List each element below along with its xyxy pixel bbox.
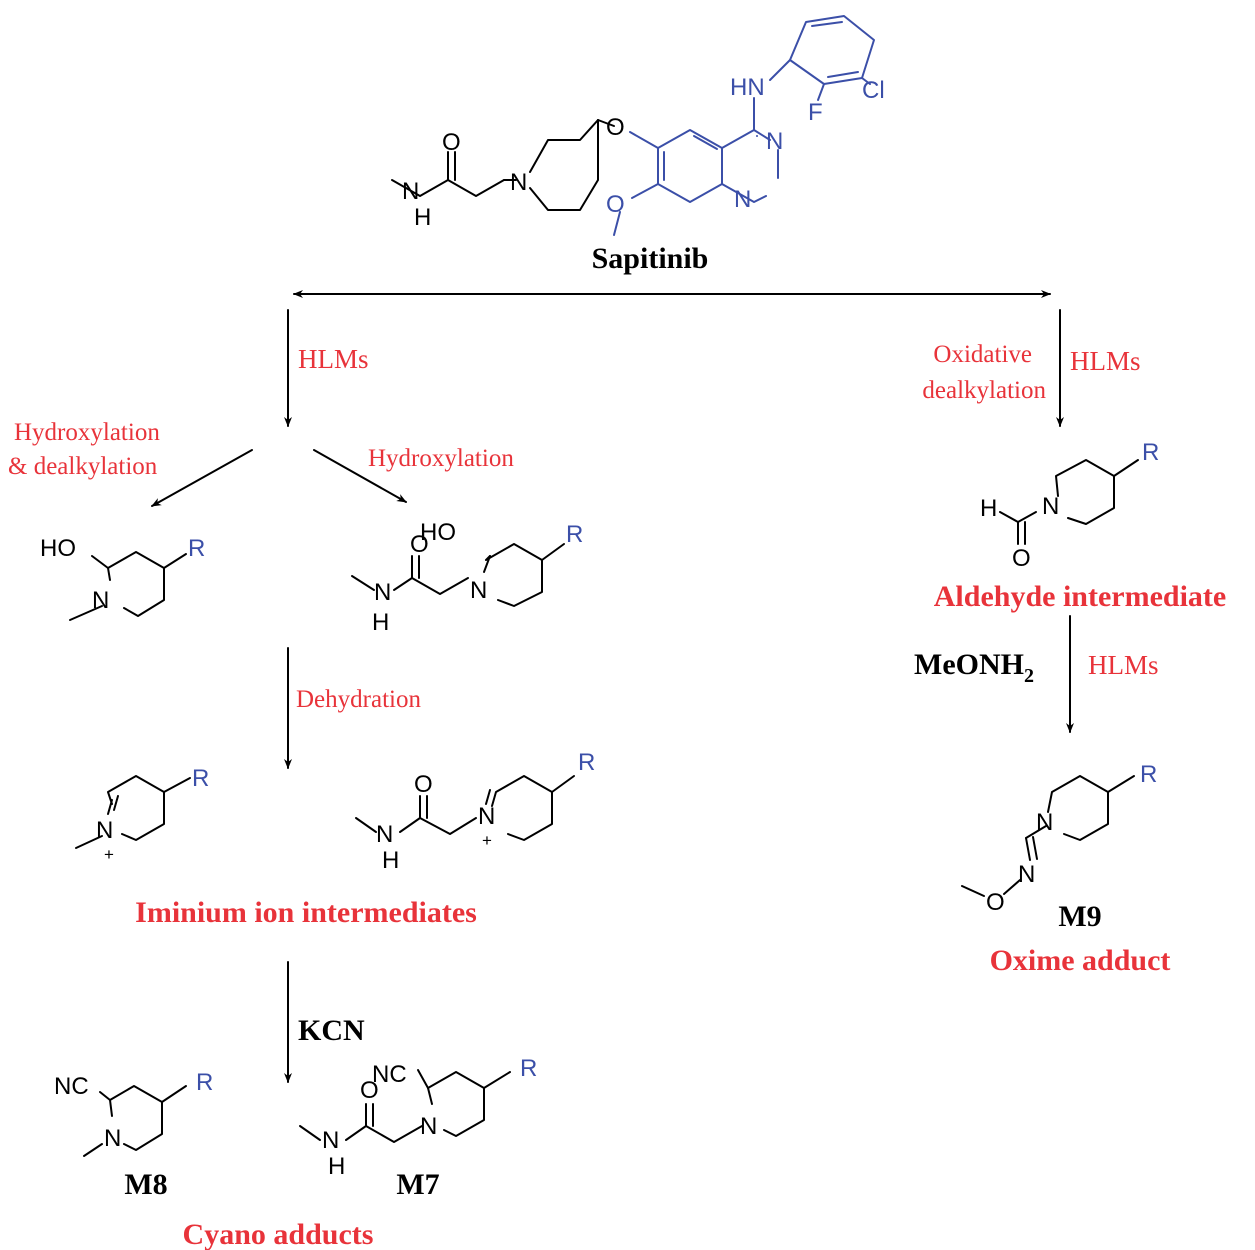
- label-hlms-left: HLMs: [298, 344, 369, 374]
- label-oxidative-1: Oxidative: [933, 341, 1032, 368]
- label-hydroxylation: Hydroxylation: [368, 445, 514, 472]
- sapitinib-quinazoline-n1: N: [734, 186, 751, 213]
- reagent-kcn: KCN: [298, 1014, 365, 1047]
- a-n: N: [92, 587, 109, 614]
- sapitinib-f: F: [808, 99, 823, 126]
- m7-label: M7: [396, 1168, 439, 1201]
- ald-r: R: [1142, 439, 1159, 466]
- label-hydroxylation-dealkylation-1: Hydroxylation: [14, 419, 160, 446]
- m7-r: R: [520, 1055, 537, 1082]
- sapitinib-carbonyl-o: O: [442, 129, 461, 156]
- m9-o: O: [986, 889, 1005, 916]
- c-plus: +: [104, 845, 114, 864]
- label-hlms-right-2: HLMs: [1088, 650, 1159, 680]
- d-amide-n: N: [376, 821, 393, 848]
- label-hlms-right: HLMs: [1070, 346, 1141, 376]
- iminium-structure-2: O N H N + R: [355, 749, 595, 874]
- b-amide-h: H: [372, 609, 389, 636]
- cyano-label: Cyano adducts: [183, 1218, 374, 1250]
- sapitinib-cl: Cl: [862, 77, 885, 104]
- c-r: R: [192, 765, 209, 792]
- m7-o: O: [360, 1077, 379, 1104]
- sapitinib-piperidine-n: N: [510, 169, 527, 196]
- m7-amide-h: H: [328, 1153, 345, 1180]
- ald-o: O: [1012, 545, 1031, 572]
- sapitinib-amide-h: H: [414, 204, 431, 231]
- m8-nc: NC: [54, 1073, 89, 1100]
- oxime-label: Oxime adduct: [990, 944, 1171, 977]
- hydroxy-piperidine-structure: HO N R: [40, 535, 205, 621]
- sapitinib-amide-n: N: [402, 178, 419, 205]
- m8-r: R: [196, 1069, 213, 1096]
- m7-amide-n: N: [322, 1127, 339, 1154]
- m7-ring-n: N: [420, 1113, 437, 1140]
- m8-n: N: [104, 1125, 121, 1152]
- sapitinib-methoxy-o: O: [606, 191, 625, 218]
- arrow-hydroxylation: [313, 449, 407, 503]
- c-n: N: [96, 817, 113, 844]
- ald-n: N: [1042, 493, 1059, 520]
- sapitinib-hn: HN: [730, 74, 765, 101]
- b-ho: HO: [420, 519, 456, 546]
- aldehyde-structure: H N O R: [980, 439, 1159, 572]
- iminium-label: Iminium ion intermediates: [135, 896, 477, 929]
- m9-structure: N N O R: [961, 761, 1157, 916]
- d-ring-n: N: [478, 803, 495, 830]
- d-o: O: [414, 771, 433, 798]
- m8-label: M8: [124, 1168, 167, 1201]
- sapitinib-quinazoline-n3: N: [766, 128, 783, 155]
- label-dehydration: Dehydration: [296, 686, 421, 713]
- sapitinib-name: Sapitinib: [592, 242, 709, 275]
- a-ho: HO: [40, 535, 76, 562]
- m9-n: N: [1036, 809, 1053, 836]
- label-oxidative-2: dealkylation: [922, 377, 1046, 404]
- m7-nc: NC: [372, 1061, 407, 1088]
- m9-oxime-n: N: [1018, 861, 1035, 888]
- d-amide-h: H: [382, 847, 399, 874]
- aldehyde-label: Aldehyde intermediate: [934, 580, 1226, 613]
- b-o: O: [410, 531, 429, 558]
- b-amide-n: N: [374, 579, 391, 606]
- m9-label: M9: [1058, 900, 1101, 933]
- d-plus: +: [482, 831, 492, 850]
- sapitinib-ether-o: O: [606, 114, 625, 141]
- arrow-hydroxylation-dealkylation: [151, 449, 253, 507]
- ald-h: H: [980, 495, 997, 522]
- m7-structure: O NC N H N R: [299, 1055, 537, 1180]
- b-ring-n: N: [470, 577, 487, 604]
- sapitinib-structure: N H O N O O N N HN Cl F: [391, 15, 885, 236]
- iminium-structure-1: N + R: [75, 765, 209, 864]
- label-hydroxylation-dealkylation-2: & dealkylation: [8, 453, 158, 480]
- a-r: R: [188, 535, 205, 562]
- hydroxy-amide-piperidine-structure: O HO N H N R: [351, 519, 583, 636]
- m9-r: R: [1140, 761, 1157, 788]
- m8-structure: NC N R: [54, 1069, 213, 1157]
- b-r: R: [566, 521, 583, 548]
- d-r: R: [578, 749, 595, 776]
- reagent-meonh2: MeONH2: [914, 648, 1034, 687]
